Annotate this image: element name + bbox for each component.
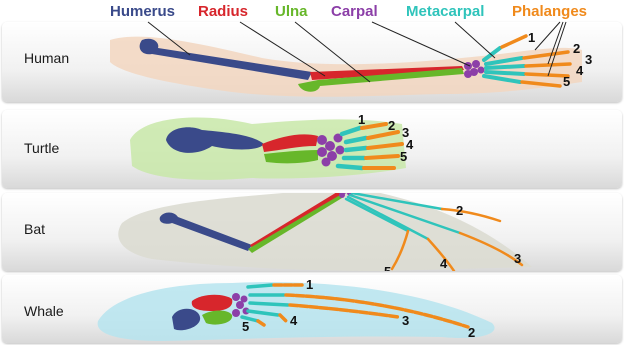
bat-digit-5: 5 (384, 264, 391, 271)
turtle-forelimb: 1 2 3 4 5 (2, 110, 622, 188)
bat-digit-4: 4 (440, 256, 448, 271)
turtle-digit-2: 2 (388, 118, 395, 133)
whale-digit-3: 3 (402, 313, 409, 328)
panel-whale: Whale 1 2 3 4 5 (2, 275, 622, 343)
panel-turtle: Turtle 1 2 3 4 (2, 110, 622, 188)
whale-digit-1: 1 (306, 277, 313, 292)
legend-leader-lines (0, 0, 624, 110)
whale-forelimb: 1 2 3 4 5 (2, 275, 622, 343)
turtle-digit-1: 1 (358, 112, 365, 127)
bat-forelimb: 1 2 3 4 5 (2, 193, 622, 271)
whale-digit-4: 4 (290, 313, 298, 328)
whale-digit-5: 5 (242, 319, 249, 334)
bat-digit-3: 3 (514, 251, 521, 266)
bat-digit-2: 2 (456, 203, 463, 218)
turtle-digit-5: 5 (400, 149, 407, 164)
panel-bat: Bat 1 2 3 4 5 (2, 193, 622, 271)
whale-digit-2: 2 (468, 325, 475, 340)
